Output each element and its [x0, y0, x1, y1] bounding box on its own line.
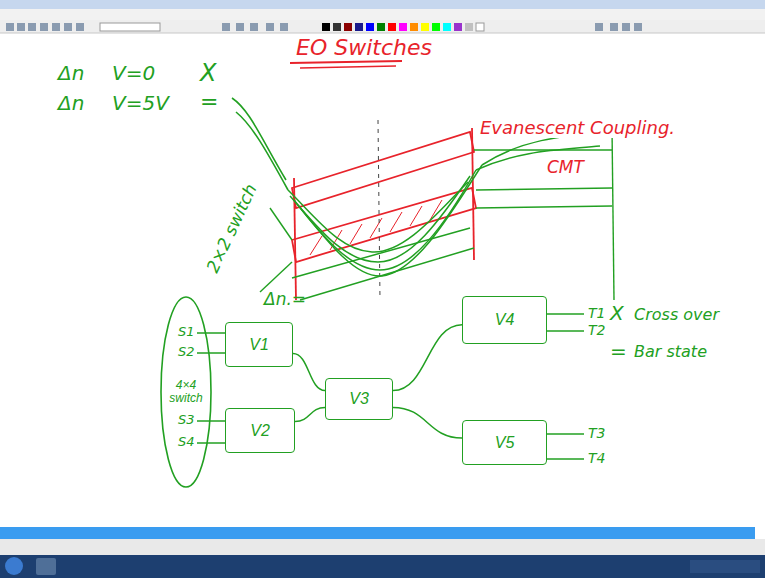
port-name: S4: [178, 435, 195, 449]
taskbar: [0, 555, 765, 578]
node-label: 4×4 switch: [168, 379, 204, 405]
switch-box: V4: [462, 296, 547, 344]
delta-n: Δn: [58, 62, 84, 84]
scroll-bar: [0, 527, 755, 539]
node-label: V1: [249, 336, 269, 354]
annotation: Δn.=: [264, 290, 306, 309]
port-name: T1: [588, 306, 605, 321]
connector: [293, 354, 325, 391]
start-button: [5, 557, 23, 575]
tray: [690, 560, 760, 573]
port-wires: [197, 314, 584, 459]
switch-box: V1: [225, 322, 293, 367]
voltage: V=5V: [112, 92, 169, 114]
toolbar: [0, 20, 765, 33]
state-name: Bar state: [634, 343, 707, 361]
node-label: V2: [250, 422, 270, 440]
port-name: T3: [588, 426, 605, 441]
ellipse-outline: [161, 297, 211, 487]
taskbar-app: [36, 558, 56, 575]
connector: [393, 407, 462, 438]
menu-bar: [0, 9, 765, 20]
node-label: V5: [495, 434, 515, 452]
connector: [295, 407, 325, 421]
annotation: CMT: [545, 158, 586, 177]
toolbar-icons: [6, 23, 288, 31]
coupler-waveguides: [292, 128, 476, 300]
title-underline: [290, 61, 402, 63]
node-label: V3: [349, 390, 369, 408]
state-mark: X: [200, 60, 216, 86]
port-name: S1: [178, 325, 195, 339]
port-name: T4: [588, 451, 605, 466]
annotation: 2×2 switch: [203, 181, 260, 276]
delta-n: Δn: [58, 92, 84, 114]
color-palette: [322, 23, 484, 31]
coupling-curves: [288, 132, 608, 300]
waveguide-extensions: [260, 128, 614, 300]
center-line: [378, 120, 380, 300]
status-area: [0, 539, 765, 555]
switch-box: V3: [325, 378, 393, 420]
voltage: V=0: [112, 62, 155, 84]
state-mark: =: [200, 90, 218, 114]
title-underline: [300, 66, 396, 68]
toolbar-icons-right: [595, 23, 642, 31]
switch-box: V5: [462, 420, 547, 465]
pointer-line: [236, 112, 288, 190]
port-name: T2: [588, 323, 605, 338]
port-name: S2: [178, 345, 195, 359]
switch-box: V2: [225, 408, 295, 453]
node-label: V4: [495, 311, 515, 329]
state-name: Cross over: [634, 306, 719, 324]
connector: [393, 325, 462, 391]
slide-title: EO Switches: [296, 36, 432, 60]
state-mark: X: [610, 302, 624, 324]
state-mark: =: [610, 340, 627, 362]
port-name: S3: [178, 413, 195, 427]
title-bar: [0, 0, 765, 9]
switch-group-ellipse: 4×4 switch: [160, 296, 212, 488]
toolbar-border: [0, 33, 765, 34]
annotation: Evanescent Coupling.: [478, 118, 677, 138]
